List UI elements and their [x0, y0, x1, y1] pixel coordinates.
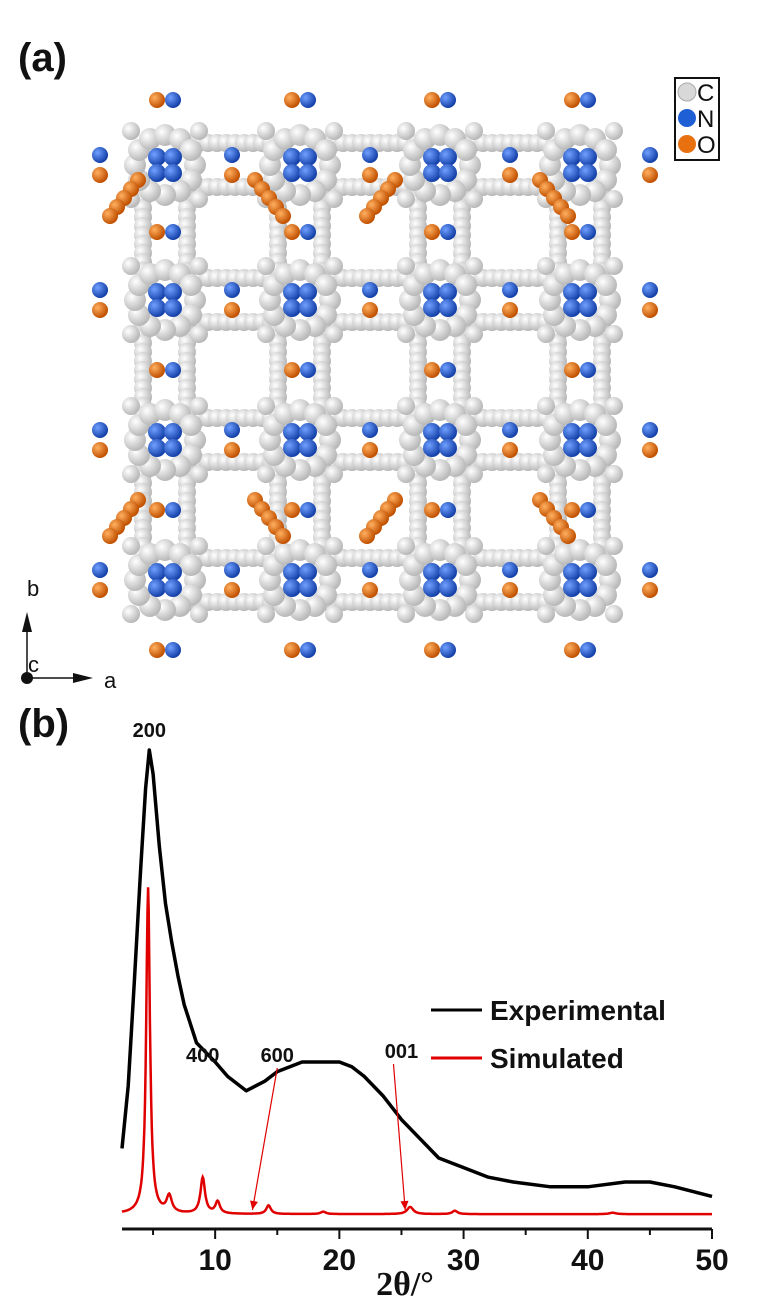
axis-c-label: c	[28, 652, 39, 677]
element-legend: C N O	[674, 77, 720, 161]
axis-b-label: b	[27, 576, 39, 601]
peak-label-001: 001	[385, 1041, 418, 1063]
peak-arrow	[392, 1063, 406, 1211]
x-tick-label: 10	[198, 1244, 231, 1277]
x-tick-label: 40	[571, 1244, 604, 1277]
series-experimental-line	[120, 748, 713, 1199]
legend-label-experimental: Experimental	[490, 995, 666, 1026]
panel-a-label: (a)	[18, 36, 67, 80]
structure-overlay: C N O b c a	[21, 77, 720, 693]
nitrogen-swatch	[678, 109, 696, 127]
x-tick-label: 20	[323, 1244, 356, 1277]
axis-a-label: a	[104, 668, 117, 693]
crystal-structure-image	[92, 92, 658, 658]
x-tick-label: 50	[695, 1244, 728, 1277]
legend-oxygen-label: O	[697, 132, 716, 159]
axis-c-dot	[21, 672, 33, 684]
carbon-swatch	[677, 82, 697, 102]
panel-b-label: (b)	[18, 702, 70, 746]
legend-label-simulated: Simulated	[490, 1043, 624, 1074]
arrow-head-icon	[250, 1200, 258, 1210]
legend-nitrogen-label: N	[697, 106, 714, 133]
series-simulated-line	[121, 887, 712, 1216]
peak-label-200: 200	[133, 720, 166, 742]
x-tick-label: 30	[447, 1244, 480, 1277]
peak-label-400: 400	[186, 1045, 219, 1067]
arrow-b-icon	[22, 612, 32, 632]
axis-orientation-indicator: b c a	[21, 576, 117, 693]
peak-arrow	[251, 1067, 278, 1211]
arrow-a-icon	[73, 673, 93, 683]
oxygen-swatch	[678, 135, 696, 153]
peak-label-600: 600	[261, 1045, 294, 1067]
arrow-head-icon	[400, 1200, 409, 1210]
x-axis-title: 2θ/°	[376, 1266, 434, 1303]
legend: Experimental Simulated	[431, 995, 666, 1074]
legend-carbon-label: C	[697, 80, 714, 107]
